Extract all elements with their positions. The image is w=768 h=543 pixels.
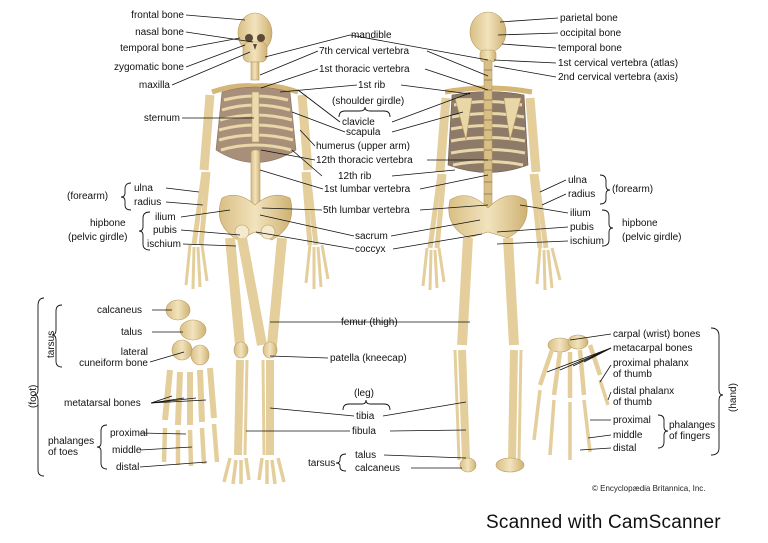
label-sacrum: sacrum bbox=[355, 231, 388, 242]
label-distal-finger: distal bbox=[613, 443, 637, 454]
label-patella: patella (kneecap) bbox=[330, 353, 407, 364]
label-talus-leg: talus bbox=[355, 450, 377, 461]
label-pelvic-girdle-right: (pelvic girdle) bbox=[622, 232, 682, 243]
label-axis: 2nd cervical vertebra (axis) bbox=[558, 72, 679, 83]
label-ischium-left: ischium bbox=[147, 239, 181, 250]
label-nasal-bone: nasal bone bbox=[135, 27, 184, 38]
label-hand: (hand) bbox=[728, 383, 739, 412]
label-frontal-bone: frontal bone bbox=[131, 10, 184, 21]
label-carpal-bones: carpal (wrist) bones bbox=[613, 329, 701, 340]
label-shoulder-girdle: (shoulder girdle) bbox=[332, 96, 405, 107]
label-hipbone-right: hipbone bbox=[622, 218, 658, 229]
back-skull-icon bbox=[469, 11, 507, 53]
scanner-watermark: Scanned with CamScanner bbox=[486, 512, 721, 533]
brackets bbox=[33, 106, 724, 477]
label-scapula: scapula bbox=[346, 127, 381, 138]
label-ischium-right: ischium bbox=[570, 236, 604, 247]
label-radius-right: radius bbox=[568, 189, 596, 200]
label-mandible: mandible bbox=[351, 30, 392, 41]
label-proximal-finger: proximal bbox=[613, 415, 651, 426]
label-pelvic-girdle-left: (pelvic girdle) bbox=[68, 232, 128, 243]
label-middle-toe: middle bbox=[112, 445, 142, 456]
label-forearm-left: (forearm) bbox=[67, 191, 109, 202]
label-12th-rib: 12th rib bbox=[338, 171, 372, 182]
label-tibia: tibia bbox=[356, 411, 375, 422]
label-metacarpal-bones: metacarpal bones bbox=[613, 343, 693, 354]
foot-detail bbox=[161, 299, 220, 467]
label-phalanges-toes: phalanges of toes bbox=[48, 436, 95, 458]
label-hipbone-left: hipbone bbox=[90, 218, 126, 229]
label-12th-thoracic: 12th thoracic vertebra bbox=[316, 155, 413, 166]
front-skeleton bbox=[184, 12, 330, 485]
label-femur: femur (thigh) bbox=[341, 317, 398, 328]
hand-detail bbox=[532, 334, 610, 460]
label-temporal-bone-back: temporal bone bbox=[558, 43, 622, 54]
label-forearm-right: (forearm) bbox=[612, 184, 654, 195]
label-1st-lumbar: 1st lumbar vertebra bbox=[324, 184, 411, 195]
copyright-notice: © Encyclopædia Britannica, Inc. bbox=[592, 484, 706, 493]
label-1st-thoracic: 1st thoracic vertebra bbox=[319, 64, 410, 75]
label-proximal-phalanx-thumb: proximal phalanx of thumb bbox=[613, 358, 689, 380]
label-distal-toe: distal bbox=[116, 462, 140, 473]
label-clavicle: clavicle bbox=[342, 117, 375, 128]
label-metatarsal-bones: metatarsal bones bbox=[64, 398, 141, 409]
label-lateral-cuneiform: lateral cuneiform bone bbox=[79, 347, 148, 369]
label-zygomatic-bone: zygomatic bone bbox=[113, 62, 184, 73]
label-parietal-bone: parietal bone bbox=[560, 13, 618, 24]
label-tarsus-foot: tarsus bbox=[46, 330, 57, 358]
label-tarsus-leg: tarsus bbox=[308, 458, 336, 469]
label-calcaneus-foot: calcaneus bbox=[97, 305, 143, 316]
label-coccyx: coccyx bbox=[355, 244, 386, 255]
label-fibula: fibula bbox=[352, 426, 376, 437]
label-talus-foot: talus bbox=[121, 327, 143, 338]
label-pubis-left: pubis bbox=[153, 225, 177, 236]
label-5th-lumbar: 5th lumbar vertebra bbox=[323, 205, 410, 216]
leader-lines bbox=[139, 14, 612, 469]
label-leg: (leg) bbox=[354, 388, 375, 399]
label-maxilla: maxilla bbox=[138, 80, 170, 91]
label-temporal-bone-front: temporal bone bbox=[120, 43, 184, 54]
label-1st-rib: 1st rib bbox=[358, 80, 386, 91]
label-occipital-bone: occipital bone bbox=[560, 28, 622, 39]
label-ulna-left: ulna bbox=[134, 183, 153, 194]
label-7th-cervical: 7th cervical vertebra bbox=[319, 46, 410, 57]
label-ulna-right: ulna bbox=[568, 175, 587, 186]
label-sternum: sternum bbox=[143, 113, 180, 124]
label-ilium-right: ilium bbox=[570, 208, 591, 219]
label-radius-left: radius bbox=[134, 197, 162, 208]
label-ilium-left: ilium bbox=[155, 212, 176, 223]
label-foot: (foot) bbox=[28, 384, 39, 408]
label-humerus: humerus (upper arm) bbox=[316, 141, 410, 152]
label-phalanges-fingers: phalanges of fingers bbox=[669, 420, 716, 442]
label-middle-finger: middle bbox=[613, 430, 643, 441]
label-distal-phalanx-thumb: distal phalanx of thumb bbox=[613, 386, 675, 408]
label-calcaneus-leg: calcaneus bbox=[355, 463, 401, 474]
label-pubis-right: pubis bbox=[570, 222, 594, 233]
label-atlas: 1st cervical vertebra (atlas) bbox=[558, 58, 679, 69]
label-proximal-toe: proximal bbox=[110, 428, 148, 439]
